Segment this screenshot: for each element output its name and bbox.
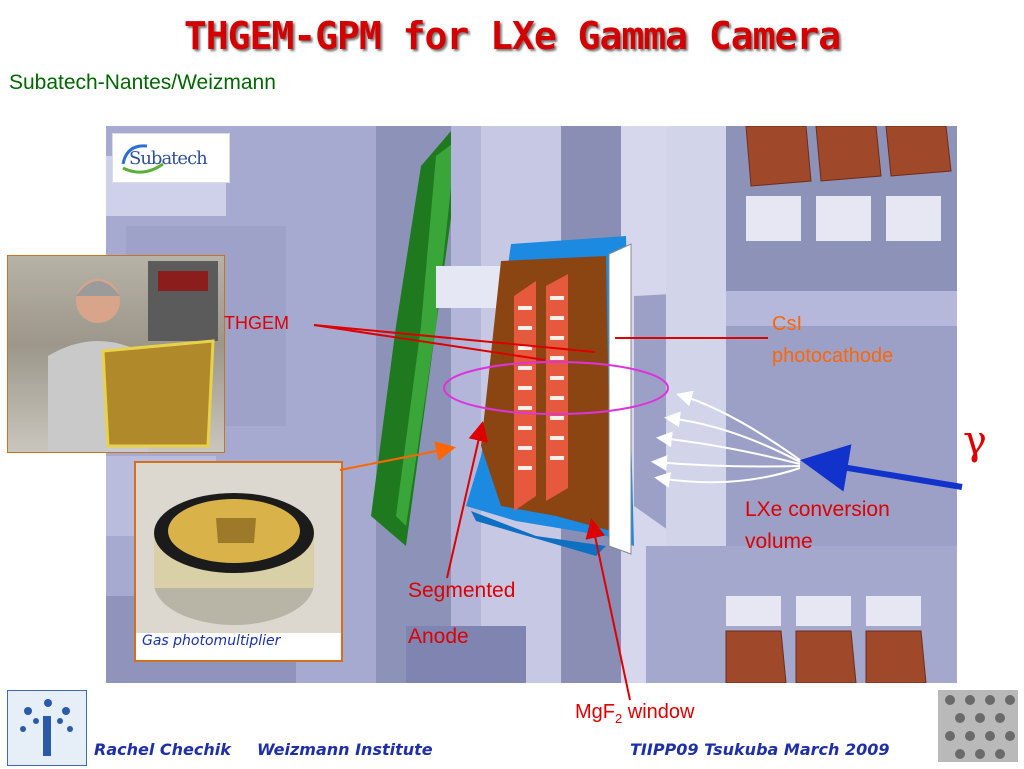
footer-author: Rachel Chechik [94,740,231,759]
gamma-symbol: γ [963,418,987,464]
mgf2-rest-text: window [622,701,695,723]
slide-subtitle: Subatech-Nantes/Weizmann [9,71,276,94]
subatech-logo-text: Subatech [129,148,208,169]
footer-institute: Weizmann Institute [257,740,433,759]
mgf2-window-label: MgF2 window [575,701,695,726]
mgf2-main-text: MgF [575,701,615,723]
gas-photomultiplier-caption: Gas photomultiplier [142,633,281,649]
researcher-photo [7,255,225,453]
csi-label-line1: CsI [772,313,802,335]
segmented-label: Segmented [408,579,516,602]
footer-conference: TIIPP09 Tsukuba March 2009 [630,740,890,759]
lxe-label-line2: volume [745,530,813,553]
weizmann-logo [7,690,87,766]
subatech-logo: Subatech [112,133,230,183]
thgem-label: THGEM [224,313,289,333]
csi-label-line2: photocathode [772,345,894,367]
lxe-label-line1: LXe conversion [745,498,890,521]
mgf2-subscript: 2 [615,711,623,726]
gas-photomultiplier-photo: Gas photomultiplier [134,461,343,662]
weizmann-logo-graphic [20,699,73,756]
subatech-logo-graphic [121,144,164,174]
slide-title: THGEM-GPM for LXe Gamma Camera [183,14,841,58]
thgem-holes-photo [938,690,1018,762]
anode-label: Anode [408,625,469,648]
